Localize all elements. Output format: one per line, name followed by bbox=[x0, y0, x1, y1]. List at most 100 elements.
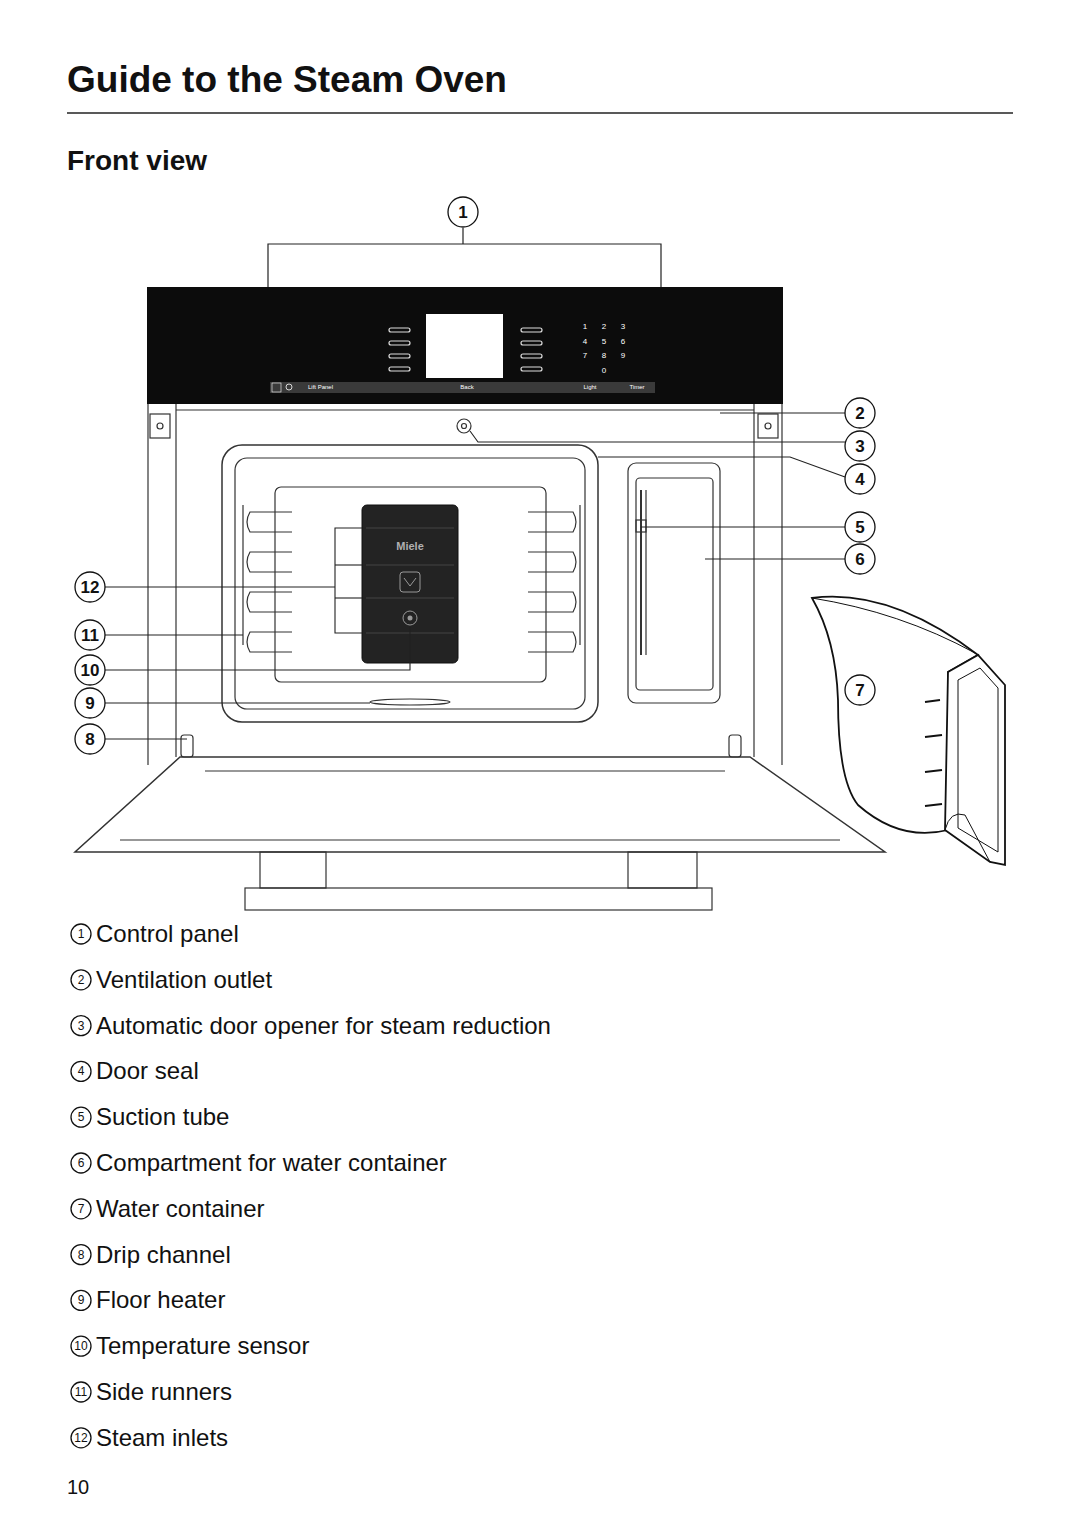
illustration-part bbox=[389, 328, 410, 332]
key-text: Ventilation outlet bbox=[96, 968, 272, 992]
illustration-part bbox=[247, 592, 292, 612]
illustration-part bbox=[462, 424, 467, 429]
illustration-part bbox=[812, 598, 975, 653]
illustration-part bbox=[925, 804, 942, 806]
panel-label: Timer bbox=[629, 384, 644, 390]
keypad-digit: 4 bbox=[583, 338, 587, 346]
key-text: Automatic door opener for steam reductio… bbox=[96, 1014, 551, 1038]
illustration-part bbox=[521, 341, 542, 345]
illustration-part bbox=[845, 464, 875, 494]
illustration-part bbox=[75, 688, 105, 718]
illustration-part bbox=[181, 735, 193, 757]
key-number: 3 bbox=[78, 1020, 85, 1032]
illustration-part bbox=[157, 423, 163, 429]
callout-number: 4 bbox=[855, 471, 864, 488]
illustration-part bbox=[400, 572, 420, 592]
key-text: Steam inlets bbox=[96, 1426, 228, 1450]
illustration-part bbox=[812, 597, 1005, 865]
illustration-part bbox=[71, 197, 875, 1448]
illustration-part bbox=[176, 409, 754, 410]
keypad-digit: 1 bbox=[583, 323, 587, 331]
illustration-part bbox=[71, 1245, 91, 1265]
illustration-part bbox=[645, 490, 646, 655]
illustration-part bbox=[641, 526, 845, 527]
key-number: 8 bbox=[78, 1249, 85, 1261]
illustration-part bbox=[528, 592, 576, 612]
illustration-part bbox=[247, 632, 292, 652]
illustration-part bbox=[579, 505, 580, 645]
illustration-part bbox=[75, 404, 885, 910]
key-number: 6 bbox=[78, 1157, 85, 1169]
illustration-part bbox=[242, 505, 243, 645]
section-heading: Front view bbox=[67, 147, 207, 175]
key-text: Water container bbox=[96, 1197, 265, 1221]
illustration-part bbox=[845, 512, 875, 542]
callout-number: 3 bbox=[855, 438, 864, 455]
keypad-digit: 8 bbox=[602, 352, 606, 360]
illustration-part bbox=[640, 490, 642, 655]
illustration-part bbox=[370, 699, 450, 705]
illustration-part bbox=[925, 770, 942, 772]
illustration-part bbox=[260, 852, 326, 888]
illustration-part bbox=[75, 620, 105, 650]
illustration-part bbox=[705, 558, 845, 559]
key-number: 11 bbox=[75, 1386, 87, 1398]
illustration-part bbox=[71, 1199, 91, 1219]
illustration-part bbox=[105, 738, 187, 739]
callout-number: 6 bbox=[855, 551, 864, 568]
illustration-part bbox=[205, 770, 725, 771]
illustration-part bbox=[286, 384, 292, 390]
callout-number: 9 bbox=[85, 695, 94, 712]
illustration-part bbox=[247, 552, 292, 572]
illustration-part bbox=[925, 735, 942, 737]
illustration-part bbox=[335, 564, 362, 565]
illustration-part bbox=[470, 431, 845, 442]
keypad-digit: 3 bbox=[621, 323, 625, 331]
illustration-part bbox=[366, 598, 454, 599]
illustration-part bbox=[71, 970, 91, 990]
illustration-part bbox=[235, 458, 585, 709]
key-text: Compartment for water container bbox=[96, 1151, 447, 1175]
key-number: 4 bbox=[78, 1065, 85, 1077]
brand-logo: Miele bbox=[396, 541, 424, 552]
keypad-digit: 2 bbox=[602, 323, 606, 331]
illustration-part bbox=[720, 412, 845, 413]
illustration-part bbox=[598, 457, 845, 477]
key-text: Door seal bbox=[96, 1059, 199, 1083]
illustration-part bbox=[71, 1016, 91, 1036]
illustration-part bbox=[222, 445, 598, 722]
callout-number: 10 bbox=[81, 662, 100, 679]
illustration-part bbox=[925, 700, 942, 806]
callout-number: 5 bbox=[855, 519, 864, 536]
panel-label: Back bbox=[460, 384, 473, 390]
illustration-part bbox=[71, 1290, 91, 1310]
illustration-part bbox=[270, 382, 655, 393]
illustration-part bbox=[958, 668, 998, 852]
keypad-digit: 5 bbox=[602, 338, 606, 346]
illustration-part bbox=[150, 414, 170, 438]
illustration-part bbox=[521, 328, 542, 332]
callout-number: 1 bbox=[458, 204, 467, 221]
key-number: 2 bbox=[78, 974, 85, 986]
illustration-part bbox=[272, 383, 281, 392]
illustration-part bbox=[945, 814, 990, 862]
illustration-part bbox=[71, 924, 91, 944]
illustration-part bbox=[448, 197, 478, 227]
illustration-part bbox=[389, 354, 410, 358]
page-number: 10 bbox=[67, 1477, 89, 1497]
callout-number: 11 bbox=[81, 627, 99, 644]
illustration-part bbox=[389, 341, 410, 345]
illustration-part bbox=[758, 414, 778, 438]
illustration-part bbox=[521, 367, 542, 371]
illustration-part bbox=[636, 478, 713, 690]
illustration-part bbox=[528, 552, 576, 572]
illustration-part bbox=[247, 512, 292, 532]
illustration-part bbox=[845, 398, 875, 428]
illustration-part bbox=[147, 287, 783, 404]
key-text: Control panel bbox=[96, 922, 239, 946]
panel-label: Lift Panel bbox=[308, 384, 333, 390]
illustration-part bbox=[120, 839, 840, 840]
illustration-part bbox=[426, 314, 503, 378]
keypad-digit: 9 bbox=[621, 352, 625, 360]
illustration-part bbox=[366, 528, 454, 633]
